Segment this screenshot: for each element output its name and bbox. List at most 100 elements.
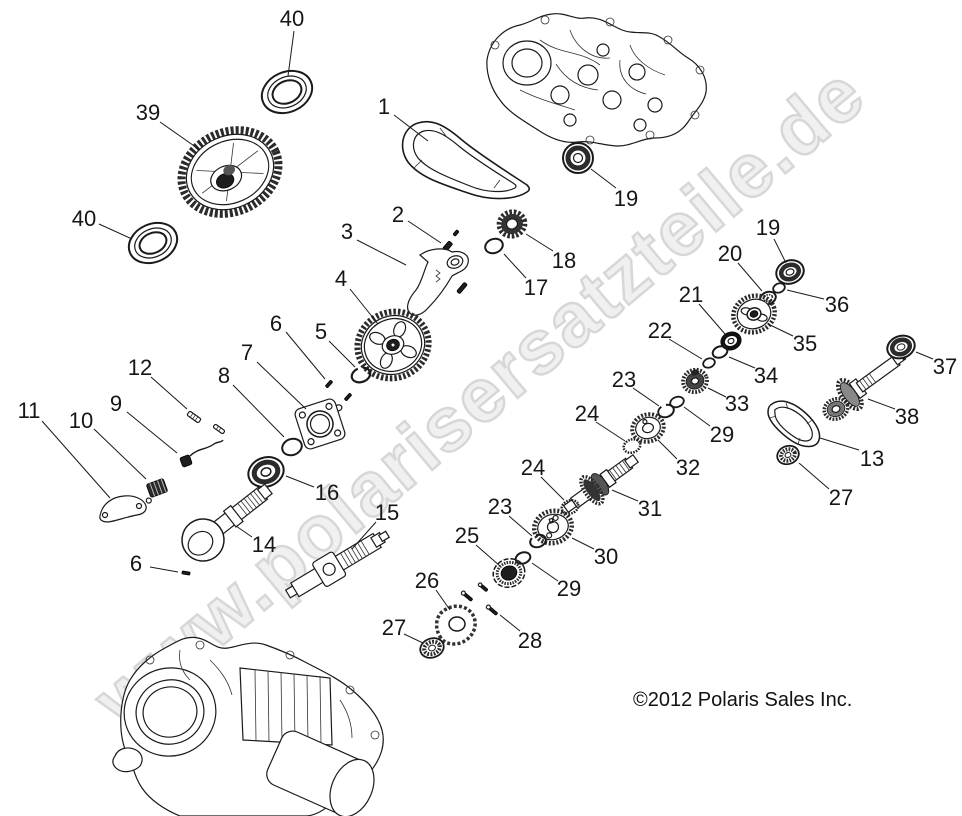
callout-1: 1 <box>378 94 390 119</box>
leader-line-23 <box>508 515 533 537</box>
callout-6: 6 <box>270 311 282 336</box>
leader-line-18 <box>525 233 554 252</box>
o-ring-29-right <box>669 395 685 409</box>
callout-17: 17 <box>524 275 548 300</box>
leader-line-28 <box>499 614 521 632</box>
gasket-26 <box>434 604 477 646</box>
leader-line-13 <box>819 437 860 451</box>
bearing-27-right <box>776 444 800 466</box>
shift-bracket-3 <box>406 248 469 316</box>
leader-line-40 <box>287 30 295 77</box>
gear-switch-10 <box>145 478 168 504</box>
seal-40-upper <box>260 69 314 115</box>
leader-line-6 <box>285 331 326 380</box>
callout-11: 11 <box>18 398 41 423</box>
callout-9: 9 <box>110 391 122 416</box>
washer-34 <box>711 345 729 359</box>
leader-line-16 <box>285 475 315 488</box>
drive-chain-1 <box>401 121 531 200</box>
gearcase-assembly-lower <box>112 636 384 816</box>
callout-24: 24 <box>521 455 545 480</box>
shift-arm-11 <box>99 495 147 523</box>
callout-2: 2 <box>392 202 404 227</box>
callout-6: 6 <box>130 551 142 576</box>
callout-35: 35 <box>793 331 817 356</box>
leader-line-32 <box>657 439 678 460</box>
bearing-16 <box>247 456 285 488</box>
leader-line-11 <box>41 420 111 499</box>
bearing-21 <box>720 331 742 351</box>
leader-line-33 <box>707 387 727 398</box>
crankcase-half-upper <box>486 13 707 147</box>
callout-31: 31 <box>638 496 662 521</box>
callout-10: 10 <box>69 408 93 433</box>
screws-6 <box>325 380 352 412</box>
leader-line-22 <box>668 338 703 360</box>
leader-line-26 <box>435 589 451 611</box>
callout-27: 27 <box>829 485 853 510</box>
callout-40: 40 <box>72 206 96 231</box>
gear-4 <box>354 308 432 382</box>
callout-16: 16 <box>315 480 339 505</box>
callout-33: 33 <box>725 391 749 416</box>
leader-line-29 <box>531 562 559 582</box>
callout-5: 5 <box>315 319 327 344</box>
callout-23: 23 <box>612 367 636 392</box>
callout-24: 24 <box>575 401 599 426</box>
shift-drum-shaft-14 <box>181 483 273 562</box>
bearing-flange-7 <box>294 398 346 450</box>
callout-29: 29 <box>557 576 581 601</box>
leader-line-29 <box>683 406 711 427</box>
bearing-27-lower <box>419 637 445 659</box>
leader-line-15 <box>351 521 377 550</box>
callout-38: 38 <box>895 404 919 429</box>
callout-27: 27 <box>382 615 406 640</box>
o-ring-29-lower <box>514 551 532 565</box>
callout-23: 23 <box>488 494 512 519</box>
leader-line-39 <box>159 121 201 151</box>
callout-3: 3 <box>341 219 353 244</box>
callout-39: 39 <box>136 100 160 125</box>
callout-12: 12 <box>128 355 152 380</box>
callout-19: 19 <box>756 215 780 240</box>
callout-25: 25 <box>455 523 479 548</box>
callout-34: 34 <box>754 363 778 388</box>
leader-line-9 <box>126 411 178 454</box>
callout-22: 22 <box>648 318 672 343</box>
callout-32: 32 <box>676 455 700 480</box>
leader-line-34 <box>728 356 756 369</box>
seal-40-lower <box>127 221 179 265</box>
callout-28: 28 <box>518 628 542 653</box>
leader-line-19 <box>773 238 787 264</box>
leader-line-27 <box>403 633 424 644</box>
o-ring-17 <box>484 237 504 255</box>
leader-line-30 <box>571 537 595 550</box>
gear-33 <box>681 367 709 395</box>
splined-ring-24-upper <box>622 437 642 455</box>
callout-14: 14 <box>252 532 276 557</box>
leader-line-36 <box>786 289 825 300</box>
bearing-19-right <box>775 259 805 285</box>
callout-37: 37 <box>933 354 957 379</box>
bearing-37 <box>886 334 916 360</box>
screw-6-lower <box>181 570 191 576</box>
leader-line-6 <box>149 566 179 573</box>
leader-line-23 <box>632 387 660 407</box>
leader-line-25 <box>475 544 501 567</box>
leader-line-37 <box>915 351 934 360</box>
leader-line-31 <box>611 489 639 502</box>
leader-line-19 <box>590 168 617 189</box>
copyright-text: ©2012 Polaris Sales Inc. <box>633 689 853 711</box>
chain-13 <box>767 400 821 448</box>
leader-line-27 <box>798 462 830 490</box>
shaft-31 <box>562 453 640 514</box>
screws-28 <box>460 582 498 616</box>
callout-21: 21 <box>679 282 703 307</box>
leader-line-40 <box>98 223 133 240</box>
leader-line-4 <box>349 288 379 325</box>
callout-15: 15 <box>375 500 399 525</box>
input-shaft-15 <box>284 530 391 599</box>
leader-line-21 <box>698 303 726 335</box>
